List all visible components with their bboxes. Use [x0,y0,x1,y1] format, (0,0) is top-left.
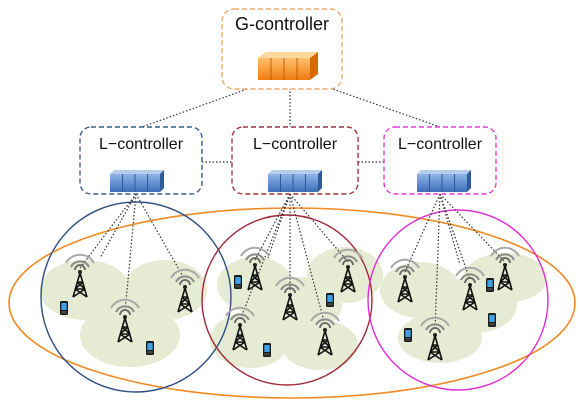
mobile-phone-icon [488,313,496,327]
l-controller-server-icon [268,170,322,192]
l-controller-label-right: L−controller [397,136,483,153]
mobile-phone-icon [60,301,68,315]
g-controller-server-icon [258,52,318,80]
global-domain-outline [8,207,576,399]
mobile-phone-icon [404,328,412,342]
l-controller-server-icon [110,170,164,192]
cluster-outline-center [201,214,373,386]
mobile-phone-icon [146,341,154,355]
mobile-phone-icon [326,293,334,307]
g-to-l-links [141,87,441,128]
l-controller-box-center[interactable] [231,126,359,195]
mobile-phone-icon [234,275,242,289]
mobile-phone-icon [263,343,271,357]
g-controller-label: G-controller [234,14,330,34]
mobile-phone-icon [486,278,494,292]
l-controller-server-icon [417,170,471,192]
cluster-outline-left [40,201,232,393]
l-controller-label-center: L−controller [252,136,338,153]
cluster-outline-right [367,209,549,391]
l-controller-label-left: L−controller [98,136,184,153]
